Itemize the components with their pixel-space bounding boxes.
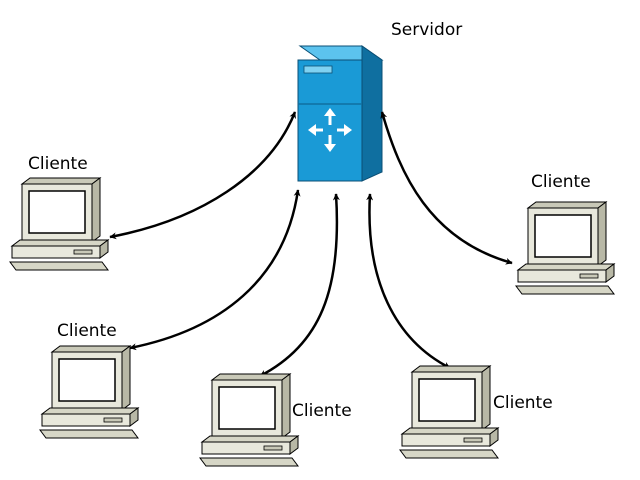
connection-arrow bbox=[366, 193, 451, 370]
computer-icon bbox=[199, 373, 300, 467]
connection-arrow bbox=[259, 193, 340, 378]
client-label: Cliente bbox=[531, 172, 591, 192]
client-computer bbox=[399, 365, 500, 459]
computer-icon bbox=[39, 345, 140, 439]
server bbox=[297, 45, 384, 182]
connection-arrow bbox=[109, 111, 297, 240]
client-label: Cliente bbox=[292, 401, 352, 421]
connection-arrow bbox=[129, 189, 301, 351]
computer-icon bbox=[515, 201, 616, 295]
connections bbox=[109, 111, 513, 378]
client-label: Cliente bbox=[28, 154, 88, 174]
router-arrows-icon bbox=[308, 108, 352, 152]
connection-arrow bbox=[380, 111, 513, 265]
client-computer bbox=[39, 345, 140, 439]
client-computer bbox=[199, 373, 300, 467]
computer-icon bbox=[399, 365, 500, 459]
server-label: Servidor bbox=[391, 20, 463, 40]
client-computer bbox=[515, 201, 616, 295]
computer-icon bbox=[9, 177, 110, 271]
client-computer bbox=[9, 177, 110, 271]
client-label: Cliente bbox=[57, 321, 117, 341]
client-label: Cliente bbox=[493, 393, 553, 413]
